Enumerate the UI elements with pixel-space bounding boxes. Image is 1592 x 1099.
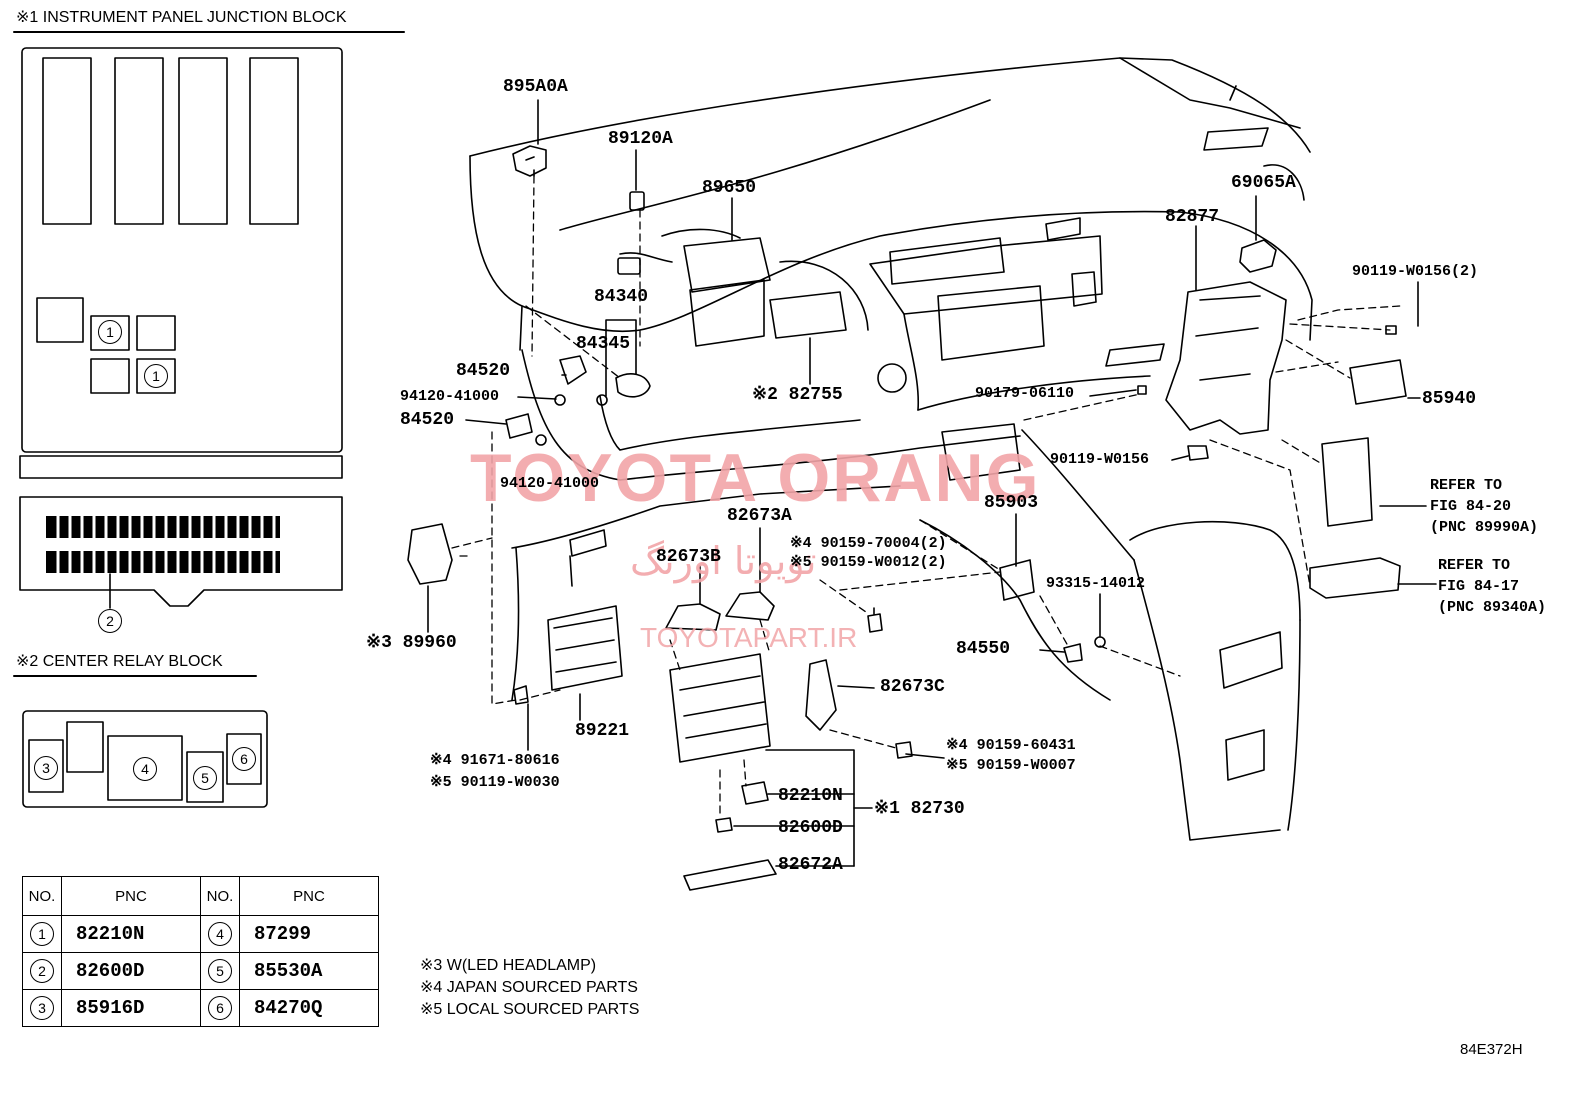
part-label-84340: 84340 xyxy=(594,287,649,307)
connector-pin-gaps xyxy=(56,514,276,575)
part-label-91671-80616: ※4 91671-80616 xyxy=(430,752,560,769)
junction-block-title: ※1 INSTRUMENT PANEL JUNCTION BLOCK xyxy=(16,9,347,26)
header-pnc-left: PNC xyxy=(61,876,201,916)
footnote-5: ※5 LOCAL SOURCED PARTS xyxy=(420,1001,640,1018)
part-label-90119-w0156: 90119-W0156 xyxy=(1050,451,1150,468)
part-label-90119-w0156-2: 90119-W0156(2) xyxy=(1352,263,1479,280)
watermark-brand: TOYOTA ORANG xyxy=(470,440,1041,516)
refer-1-line1: REFER TO xyxy=(1430,477,1503,494)
part-label-89650: 89650 xyxy=(702,178,757,198)
part-label-90119-w0030: ※5 90119-W0030 xyxy=(430,774,560,791)
row-pnc: 87299 xyxy=(239,915,379,953)
part-label-90159-60431: ※4 90159-60431 xyxy=(946,737,1076,754)
junction-block-drawing xyxy=(13,31,405,609)
row-no: 1 xyxy=(30,922,54,946)
table-row: 3 85916D 6 84270Q xyxy=(22,989,379,1027)
pnc-table: NO. PNC NO. PNC 1 82210N 4 87299 2 82600… xyxy=(22,876,379,1027)
part-label-84550: 84550 xyxy=(956,639,1011,659)
part-label-94120-41000-b: 94120-41000 xyxy=(500,475,600,492)
refer-1-line2: FIG 84-20 xyxy=(1430,498,1512,515)
part-label-89120a: 89120A xyxy=(608,129,673,149)
row-no: 3 xyxy=(30,996,54,1020)
row-no: 5 xyxy=(208,959,232,983)
part-label-90159-70004: ※4 90159-70004(2) xyxy=(790,535,947,552)
part-label-82672a: 82672A xyxy=(778,855,843,875)
part-label-90179-06110: 90179-06110 xyxy=(975,385,1075,402)
figure-id: 84E372H xyxy=(1460,1041,1523,1058)
table-row: 1 82210N 4 87299 xyxy=(22,915,379,953)
part-label-82673c: 82673C xyxy=(880,677,945,697)
row-no: 2 xyxy=(30,959,54,983)
watermark-site: TOYOTAPART.IR xyxy=(640,622,858,653)
part-label-85903: 85903 xyxy=(984,493,1039,513)
part-label-84520-a: 84520 xyxy=(456,361,511,381)
part-label-89221: 89221 xyxy=(575,721,630,741)
part-label-82210n: 82210N xyxy=(778,786,843,806)
callout-6: 6 xyxy=(232,747,256,771)
leader-lines xyxy=(427,99,1437,867)
callout-4: 4 xyxy=(133,757,157,781)
row-pnc: 84270Q xyxy=(239,989,379,1027)
refer-2-line3: (PNC 89340A) xyxy=(1438,599,1547,616)
header-pnc-right: PNC xyxy=(239,876,379,916)
row-no: 4 xyxy=(208,922,232,946)
part-label-82877: 82877 xyxy=(1165,207,1220,227)
part-label-85940: 85940 xyxy=(1422,389,1477,409)
part-label-895a0a: 895A0A xyxy=(503,77,568,97)
part-label-82600d: 82600D xyxy=(778,818,843,838)
footnote-3: ※3 W(LED HEADLAMP) xyxy=(420,957,597,974)
row-pnc: 82600D xyxy=(61,952,201,990)
part-label-82673a: 82673A xyxy=(727,506,792,526)
part-label-82755: ※2 82755 xyxy=(752,385,843,405)
row-no: 6 xyxy=(208,996,232,1020)
part-label-84520-b: 84520 xyxy=(400,410,455,430)
callout-5: 5 xyxy=(193,766,217,790)
dashed-lines xyxy=(451,175,1401,819)
callout-1-b: 1 xyxy=(144,364,168,388)
refer-2-line2: FIG 84-17 xyxy=(1438,578,1520,595)
callout-2: 2 xyxy=(98,609,122,633)
relay-block-drawing xyxy=(13,675,268,808)
part-label-93315-14012: 93315-14012 xyxy=(1046,575,1146,592)
relay-block-title: ※2 CENTER RELAY BLOCK xyxy=(16,653,223,670)
part-label-90159-w0007: ※5 90159-W0007 xyxy=(946,757,1076,774)
part-label-82730: ※1 82730 xyxy=(874,799,965,819)
callout-1-a: 1 xyxy=(98,320,122,344)
callout-3: 3 xyxy=(34,756,58,780)
pnc-table-header: NO. PNC NO. PNC xyxy=(22,876,379,916)
part-label-84345: 84345 xyxy=(576,334,631,354)
row-pnc: 85916D xyxy=(61,989,201,1027)
components xyxy=(407,145,1407,891)
refer-1-line3: (PNC 89990A) xyxy=(1430,519,1539,536)
table-row: 2 82600D 5 85530A xyxy=(22,952,379,990)
part-label-89960: ※3 89960 xyxy=(366,633,457,653)
part-label-90159-w0012: ※5 90159-W0012(2) xyxy=(790,554,947,571)
dashboard-outline xyxy=(469,57,1313,841)
header-no-left: NO. xyxy=(22,876,62,916)
header-no-right: NO. xyxy=(200,876,240,916)
part-label-82673b: 82673B xyxy=(656,547,721,567)
row-pnc: 82210N xyxy=(61,915,201,953)
part-label-69065a: 69065A xyxy=(1231,173,1296,193)
watermark-persian: تویوتا اورنگ xyxy=(630,539,817,583)
footnote-4: ※4 JAPAN SOURCED PARTS xyxy=(420,979,638,996)
row-pnc: 85530A xyxy=(239,952,379,990)
part-label-94120-41000-a: 94120-41000 xyxy=(400,388,500,405)
refer-2-line1: REFER TO xyxy=(1438,557,1511,574)
